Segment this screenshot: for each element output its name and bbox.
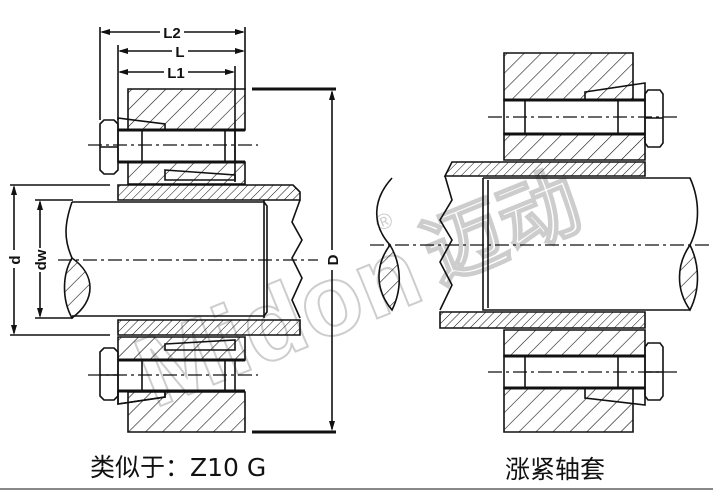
left-caption: 类似于：Z10 G	[90, 453, 267, 482]
outer-ring-lower-right	[503, 387, 634, 433]
sleeve-upper-right	[443, 161, 646, 177]
break-line-right	[439, 175, 453, 311]
outer-ring-upper	[127, 88, 246, 131]
outer-ring-upper-right	[503, 52, 634, 101]
dim-label-D: D	[325, 254, 342, 265]
shaft-right	[483, 177, 699, 246]
shaft-end-left	[375, 177, 393, 246]
bolt-head-lower	[99, 347, 119, 401]
sleeve-upper	[117, 184, 301, 201]
bolt-head-lower-right	[644, 342, 664, 401]
sleeve-lower	[117, 319, 301, 336]
thrust-ring-lower-right	[584, 387, 646, 406]
inner-cone-lower-right	[503, 329, 646, 357]
break-line	[291, 199, 303, 319]
shaft-section-right	[678, 243, 699, 312]
dim-label-d: d	[7, 255, 24, 264]
right-caption: 涨紧轴套	[505, 455, 606, 484]
dim-label-dw: dw	[33, 249, 50, 270]
bolt-shank-upper	[117, 129, 236, 163]
sleeve-lower-right	[439, 311, 646, 329]
shaft	[72, 201, 268, 317]
dim-label-l2: L2	[163, 25, 181, 42]
dim-label-l1: L1	[167, 65, 185, 82]
left-drawing: L2 L L1	[6, 24, 342, 434]
shaft-section	[63, 256, 91, 320]
dim-label-l: L	[175, 44, 184, 61]
bolt-head-upper-right	[644, 89, 664, 148]
shaft-section-left	[378, 243, 401, 312]
inner-cone-upper-right	[503, 133, 646, 161]
outer-ring-lower	[127, 391, 246, 433]
bolt-head-upper	[99, 119, 119, 175]
right-drawing	[370, 52, 712, 433]
